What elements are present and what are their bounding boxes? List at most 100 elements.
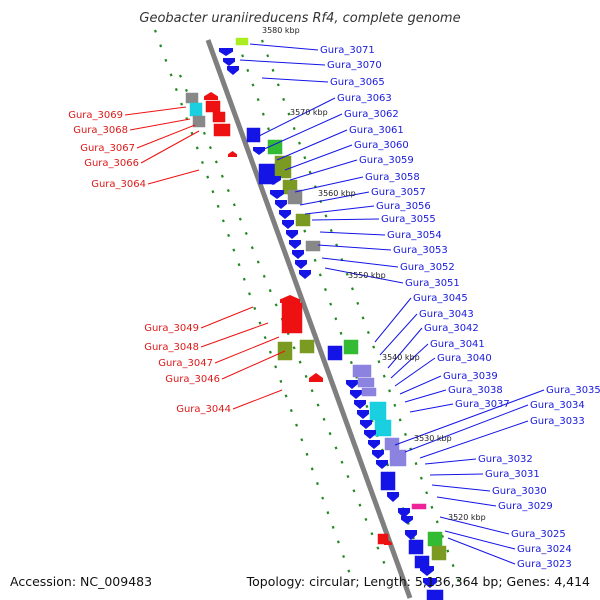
label-connector bbox=[284, 144, 353, 171]
gene-feature bbox=[309, 373, 323, 382]
gene-label-forward: Gura_3041 bbox=[430, 339, 485, 350]
gene-feature bbox=[408, 539, 424, 555]
gene-label-forward: Gura_3024 bbox=[517, 544, 572, 555]
gene-label-forward: Gura_3031 bbox=[485, 469, 540, 480]
label-connector bbox=[304, 205, 375, 215]
gene-feature bbox=[350, 390, 362, 399]
gene-feature bbox=[354, 400, 366, 409]
label-connector bbox=[200, 322, 269, 348]
gene-label-forward: Gura_3053 bbox=[393, 245, 448, 256]
gene-feature bbox=[346, 380, 358, 389]
gene-feature bbox=[253, 147, 265, 155]
label-connector bbox=[254, 97, 336, 139]
gene-label-forward: Gura_3059 bbox=[359, 155, 414, 166]
gene-feature bbox=[204, 92, 218, 100]
gene-feature bbox=[377, 533, 389, 545]
gene-feature bbox=[219, 48, 233, 56]
gene-feature bbox=[282, 220, 294, 229]
label-connector bbox=[321, 257, 399, 268]
gene-feature bbox=[357, 410, 369, 419]
gene-label-forward: Gura_3040 bbox=[437, 353, 492, 364]
gene-feature bbox=[280, 295, 300, 303]
gene-feature bbox=[287, 189, 303, 205]
gene-feature bbox=[364, 430, 376, 439]
label-connector bbox=[140, 130, 200, 164]
label-connector bbox=[404, 389, 447, 403]
gene-label-forward: Gura_3065 bbox=[330, 77, 385, 88]
label-connector bbox=[419, 420, 529, 459]
gene-label-forward: Gura_3030 bbox=[492, 486, 547, 497]
label-connector bbox=[124, 106, 187, 116]
kbp-marker-label: 3550 kbp bbox=[348, 271, 386, 280]
label-connector bbox=[317, 244, 392, 251]
gene-label-forward: Gura_3038 bbox=[448, 385, 503, 396]
gene-label-forward: Gura_3063 bbox=[337, 93, 392, 104]
gene-feature bbox=[227, 66, 239, 75]
gene-features bbox=[185, 37, 447, 600]
gene-feature bbox=[223, 58, 235, 66]
gene-feature bbox=[289, 240, 301, 249]
gene-label-reverse: Gura_3067 bbox=[80, 143, 135, 154]
label-connector bbox=[232, 389, 283, 410]
label-connector bbox=[239, 59, 326, 66]
label-connector bbox=[294, 176, 364, 193]
gene-feature bbox=[212, 111, 226, 123]
gene-label-reverse: Gura_3047 bbox=[158, 358, 213, 369]
gene-feature bbox=[372, 450, 384, 459]
kbp-marker-label: 3570 kbp bbox=[290, 108, 328, 117]
gene-label-reverse: Gura_3068 bbox=[73, 125, 128, 136]
gene-label-forward: Gura_3051 bbox=[405, 278, 460, 289]
label-connector bbox=[261, 113, 343, 151]
gene-label-reverse: Gura_3064 bbox=[91, 179, 146, 190]
label-connector bbox=[374, 297, 412, 343]
gene-label-reverse: Gura_3049 bbox=[144, 323, 199, 334]
gene-feature bbox=[228, 151, 237, 157]
label-connector bbox=[429, 473, 484, 476]
gene-label-forward: Gura_3061 bbox=[349, 125, 404, 136]
gene-feature bbox=[389, 449, 407, 467]
gene-label-forward: Gura_3037 bbox=[455, 399, 510, 410]
label-connector bbox=[444, 530, 516, 550]
gene-feature bbox=[401, 516, 413, 524]
gene-feature bbox=[420, 566, 434, 576]
label-connector bbox=[289, 159, 358, 181]
gene-feature bbox=[376, 460, 388, 469]
gene-feature bbox=[423, 578, 437, 588]
gene-label-forward: Gura_3070 bbox=[327, 60, 382, 71]
gene-label-reverse: Gura_3048 bbox=[144, 342, 199, 353]
gene-label-forward: Gura_3042 bbox=[424, 323, 479, 334]
gene-feature bbox=[185, 92, 199, 104]
gene-labels: Gura_3071Gura_3070Gura_3065Gura_3063Gura… bbox=[68, 45, 600, 570]
kbp-marker-label: 3560 kbp bbox=[318, 189, 356, 198]
gene-feature bbox=[286, 230, 298, 239]
accession-label: Accession: NC_009483 bbox=[10, 574, 152, 589]
gene-feature bbox=[405, 530, 417, 540]
label-connector bbox=[129, 118, 191, 131]
gene-feature bbox=[427, 531, 443, 547]
gene-feature bbox=[357, 377, 375, 388]
label-connector bbox=[447, 537, 516, 565]
gene-label-forward: Gura_3034 bbox=[530, 400, 585, 411]
gene-label-reverse: Gura_3066 bbox=[84, 158, 139, 169]
gene-feature bbox=[327, 345, 343, 361]
gene-label-forward: Gura_3039 bbox=[443, 371, 498, 382]
gene-feature bbox=[235, 37, 249, 46]
gene-feature bbox=[265, 176, 281, 185]
label-connector bbox=[431, 484, 491, 492]
gene-feature bbox=[299, 339, 315, 354]
gene-feature bbox=[305, 240, 321, 252]
gene-label-forward: Gura_3062 bbox=[344, 109, 399, 120]
gene-label-forward: Gura_3058 bbox=[365, 172, 420, 183]
label-connector bbox=[311, 218, 380, 221]
label-connector bbox=[276, 129, 348, 161]
gene-feature bbox=[411, 503, 427, 510]
label-connector bbox=[299, 191, 370, 206]
gene-feature bbox=[426, 589, 444, 600]
gene-label-reverse: Gura_3069 bbox=[68, 110, 123, 121]
gene-label-forward: Gura_3055 bbox=[381, 214, 436, 225]
gene-feature bbox=[275, 200, 287, 209]
label-connector bbox=[387, 327, 423, 369]
label-connectors bbox=[124, 43, 545, 565]
gene-feature bbox=[189, 102, 203, 117]
